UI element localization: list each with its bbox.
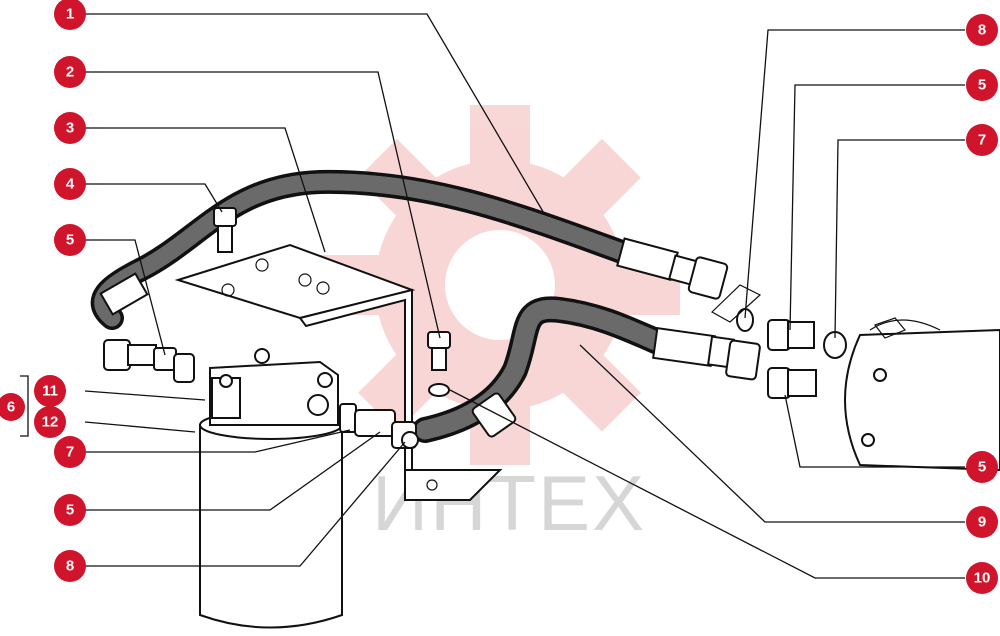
bolt-lower (427, 331, 451, 397)
right-fittings (710, 284, 847, 399)
callout-12: 12 (34, 406, 66, 438)
svg-text:7: 7 (66, 444, 74, 461)
callout-6: 6 (0, 393, 25, 421)
callout-4: 4 (54, 168, 86, 200)
callout-markers: 1 2 3 4 5 6 11 12 (0, 0, 998, 594)
callout-7-right: 7 (966, 124, 998, 156)
callout-11: 11 (34, 375, 66, 407)
callout-7-left: 7 (54, 436, 86, 468)
svg-text:7: 7 (978, 132, 986, 149)
pump-housing (844, 317, 1000, 472)
callout-2: 2 (54, 56, 86, 88)
callout-5-right-lower: 5 (966, 451, 998, 483)
bolt-upper (213, 207, 237, 253)
svg-text:12: 12 (42, 414, 59, 431)
callout-5-right-upper: 5 (966, 69, 998, 101)
callout-8-left: 8 (54, 550, 86, 582)
callout-5-left-upper: 5 (54, 224, 86, 256)
filter-assembly (199, 348, 343, 629)
svg-text:10: 10 (974, 570, 991, 587)
mounting-bracket (174, 243, 503, 501)
svg-text:8: 8 (66, 558, 74, 575)
svg-text:1: 1 (66, 6, 74, 23)
callout-1: 1 (54, 0, 86, 30)
callout-8-right: 8 (966, 14, 998, 46)
svg-text:5: 5 (978, 459, 986, 476)
callout-3: 3 (54, 112, 86, 144)
svg-text:8: 8 (978, 22, 986, 39)
svg-text:2: 2 (66, 64, 74, 81)
leader-lines (20, 13, 965, 579)
callout-9: 9 (966, 506, 998, 538)
callout-10: 10 (966, 562, 998, 594)
svg-text:5: 5 (66, 232, 74, 249)
svg-text:3: 3 (66, 120, 74, 137)
lower-hose (412, 296, 761, 443)
upper-hose (90, 169, 729, 330)
svg-text:4: 4 (66, 176, 75, 193)
svg-text:11: 11 (42, 383, 58, 400)
svg-text:5: 5 (978, 77, 986, 94)
svg-text:6: 6 (7, 399, 15, 416)
callout-5-left-lower: 5 (54, 494, 86, 526)
left-fittings (103, 339, 419, 449)
svg-text:5: 5 (66, 502, 74, 519)
svg-text:9: 9 (978, 514, 986, 531)
